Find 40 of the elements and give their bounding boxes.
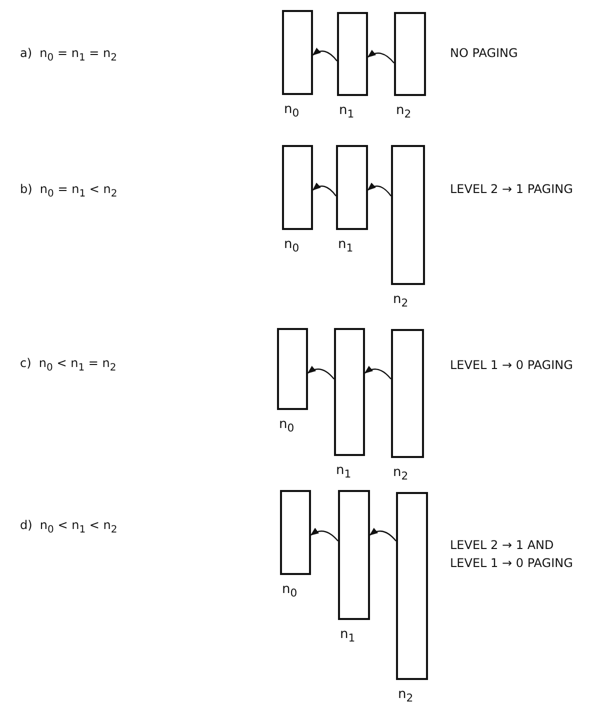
memory-level-box <box>334 328 365 456</box>
paging-note: LEVEL 2 → 1 AND LEVEL 1 → 0 PAGING <box>450 537 574 572</box>
memory-level-box <box>338 490 370 620</box>
level-label: n$_{0}$ <box>284 238 300 254</box>
memory-level-box <box>282 10 313 95</box>
paging-note: LEVEL 1 → 0 PAGING <box>450 357 574 374</box>
paging-note: LEVEL 2 → 1 PAGING <box>450 181 574 198</box>
arrow <box>307 366 334 380</box>
condition-label: c) n$_{0}$ < n$_{1}$ = n$_{2}$ <box>20 355 118 376</box>
memory-level-box <box>391 145 425 285</box>
level-label: n$_{2}$ <box>398 688 414 704</box>
arrow <box>367 50 394 64</box>
level-label: n$_{0}$ <box>282 583 298 600</box>
memory-level-box <box>391 329 424 458</box>
level-label: n$_{1}$ <box>338 238 354 254</box>
level-label: n$_{0}$ <box>284 103 300 120</box>
arrow <box>364 366 392 380</box>
arrow <box>367 182 392 196</box>
memory-level-box <box>394 12 426 96</box>
arrow <box>312 48 338 62</box>
level-label: n$_{2}$ <box>393 466 408 482</box>
arrow <box>369 528 396 542</box>
level-label: n$_{1}$ <box>336 464 352 480</box>
level-label: n$_{1}$ <box>340 628 356 644</box>
condition-label: b) n$_{0}$ = n$_{1}$ < n$_{2}$ <box>20 181 118 202</box>
level-label: n$_{0}$ <box>279 418 294 434</box>
condition-label: a) n$_{0}$ = n$_{1}$ = n$_{2}$ <box>20 45 118 66</box>
level-label: n$_{1}$ <box>339 104 354 120</box>
paging-note: NO PAGING <box>450 45 519 62</box>
memory-level-box <box>277 328 308 410</box>
memory-level-box <box>282 145 313 230</box>
memory-level-box <box>396 492 428 680</box>
arrow <box>310 528 338 542</box>
memory-level-box <box>280 490 311 575</box>
condition-label: d) n$_{0}$ < n$_{1}$ < n$_{2}$ <box>20 517 118 538</box>
level-label: n$_{2}$ <box>396 104 412 120</box>
memory-level-box <box>336 145 368 230</box>
memory-level-box <box>337 12 368 96</box>
arrow <box>312 182 336 196</box>
level-label: n$_{2}$ <box>393 293 408 310</box>
